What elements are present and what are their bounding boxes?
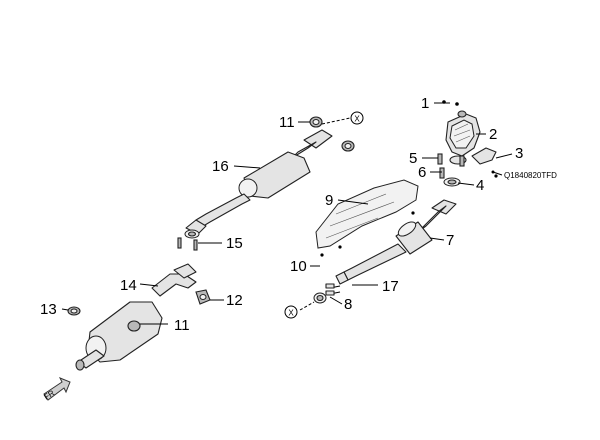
callout-7: 7 [446,232,454,249]
connector-symbol-bottom: X [284,305,298,319]
leader-lines [61,102,513,325]
callout-3: 3 [515,145,523,162]
callout-labels: 1 2 3 4 5 6 7 8 9 10 11 11 12 13 14 15 1… [40,95,523,334]
callout-1: 1 [421,95,429,112]
exhaust-manifold-catalyst [445,110,481,165]
heat-shield [315,179,419,249]
callout-11-top: 11 [279,114,295,131]
callout-16: 16 [212,158,229,175]
manifold-gasket [443,177,461,187]
diagram-code: Q1840820TFD [504,171,557,180]
callout-14: 14 [120,277,137,294]
callout-9: 9 [325,192,333,209]
manifold-bracket [471,147,497,165]
main-muffler [75,301,163,371]
callout-11-bottom: 11 [174,317,190,334]
center-gasket-15 [177,229,200,251]
fastener-hardware-right [320,100,498,257]
connector-symbol-label-bottom: X [288,309,294,318]
front-direction-arrow: FR [42,377,71,402]
callout-10: 10 [290,258,307,275]
diagram-code-marker: Q1840820TFD [491,170,557,180]
rear-pipe-14 [151,263,197,297]
callout-8: 8 [344,296,352,313]
front-connector-bolts [325,283,341,296]
front-tube-catalytic-converter [335,199,457,285]
center-muffler-hanger-rubber [309,116,355,152]
front-gasket-ring [313,292,327,304]
callout-15: 15 [226,235,243,252]
callout-6: 6 [418,164,426,181]
connector-symbol-label-top: X [354,115,360,124]
callout-4: 4 [476,177,484,194]
callout-13: 13 [40,301,57,318]
callout-2: 2 [489,126,497,143]
muffler-hanger-13 [67,306,81,316]
callout-17: 17 [382,278,399,295]
callout-12: 12 [226,292,243,309]
muffler-mount-12 [195,289,211,305]
center-muffler-assembly [185,129,333,235]
connector-symbol-top: X [350,111,364,125]
callout-5: 5 [409,150,417,167]
